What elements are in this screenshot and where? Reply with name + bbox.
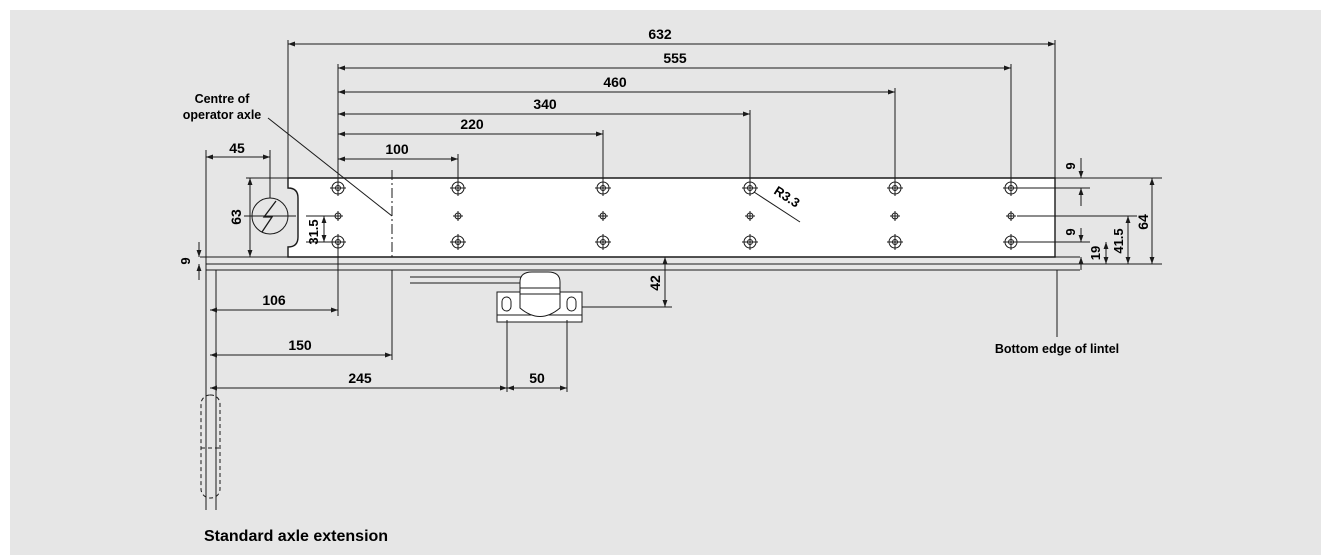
axle-extension-label: Standard axle extension — [204, 528, 388, 545]
screw-hole — [742, 234, 758, 250]
bottom-edge-label: Bottom edge of lintel — [995, 342, 1119, 356]
arm-assembly — [410, 271, 583, 323]
dim-245: 245 — [348, 370, 372, 386]
dim-50: 50 — [529, 370, 545, 386]
dim-9-right-top: 9 — [1063, 162, 1078, 169]
small-dimension-arrows — [196, 158, 1084, 280]
dim-150: 150 — [288, 337, 312, 353]
screw-hole — [887, 234, 903, 250]
screw-holes — [330, 180, 1019, 250]
dim-220: 220 — [460, 116, 484, 132]
dim-19: 19 — [1088, 246, 1103, 260]
dim-460: 460 — [603, 74, 627, 90]
screw-hole — [1003, 234, 1019, 250]
dim-100: 100 — [385, 141, 409, 157]
dim-42: 42 — [647, 275, 663, 291]
screw-hole — [595, 180, 611, 196]
dim-45: 45 — [229, 140, 245, 156]
dim-41-5: 41.5 — [1111, 228, 1126, 253]
centre-label-line2: operator axle — [183, 108, 262, 122]
dim-9-right-bottom: 9 — [1063, 228, 1078, 235]
dim-31-5: 31.5 — [306, 219, 321, 244]
screw-hole — [450, 180, 466, 196]
dim-106: 106 — [262, 292, 286, 308]
screw-hole — [450, 234, 466, 250]
centre-leader-line — [267, 117, 393, 217]
dim-632: 632 — [648, 26, 672, 42]
dim-63: 63 — [228, 209, 244, 225]
dim-64: 64 — [1135, 214, 1151, 230]
lintel-lines — [200, 256, 1080, 271]
mounting-plate — [287, 177, 1056, 258]
centre-label-line1: Centre of — [195, 92, 251, 106]
dim-9-left: 9 — [178, 257, 193, 264]
extension-lines — [205, 40, 1162, 392]
dim-340: 340 — [533, 96, 557, 112]
screw-hole — [595, 234, 611, 250]
dimension-lines — [206, 41, 1155, 391]
radius-leader-line — [753, 191, 801, 223]
dim-555: 555 — [663, 50, 687, 66]
centre-marks — [333, 211, 1016, 221]
